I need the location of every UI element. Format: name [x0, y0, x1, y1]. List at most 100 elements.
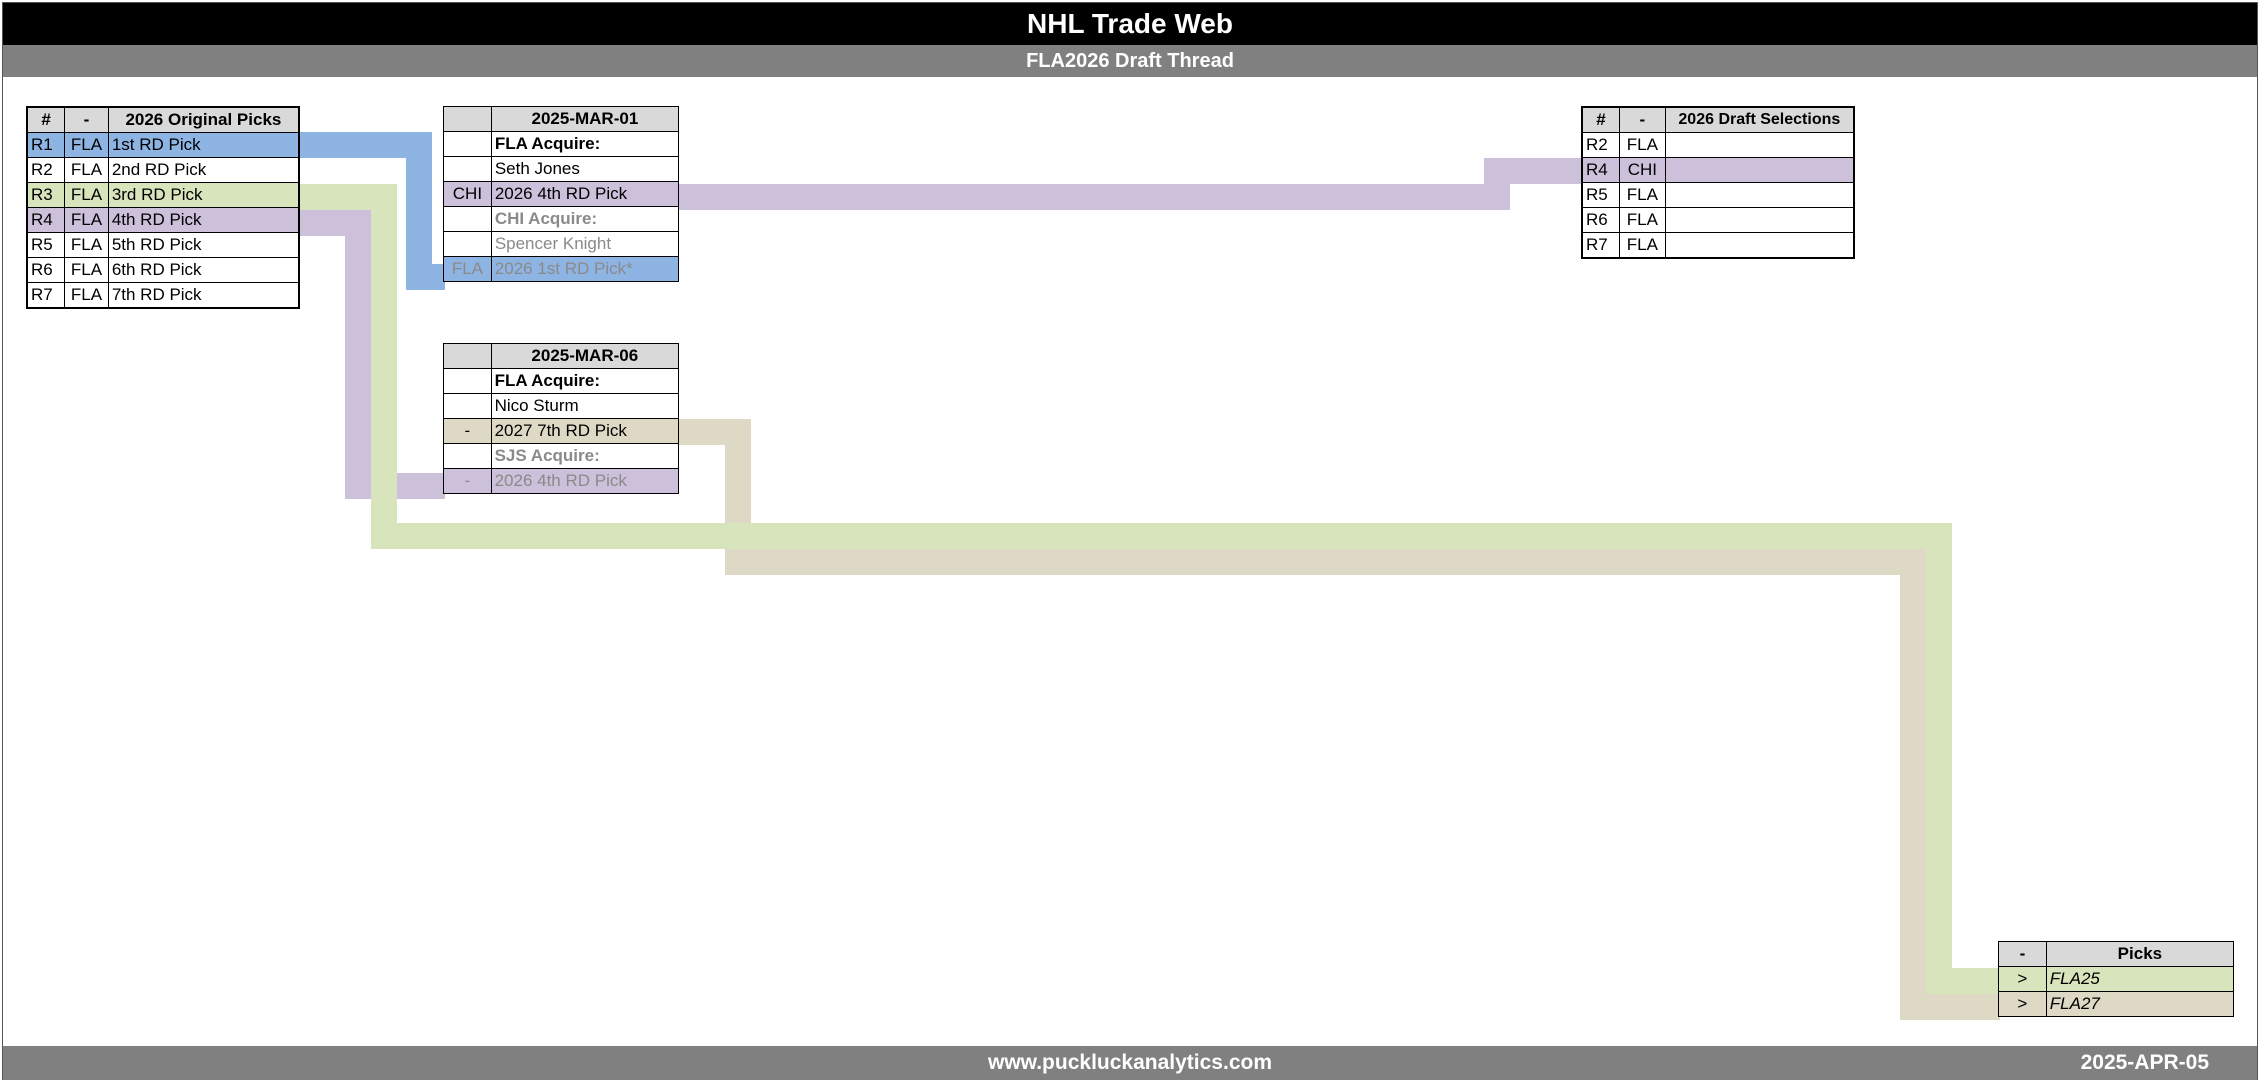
team-cell: FLA: [1619, 132, 1666, 158]
trade-tag-cell: CHI: [443, 181, 492, 207]
round-cell: R2: [26, 157, 66, 183]
team-cell: FLA: [64, 282, 109, 309]
trade-tag-cell: [443, 231, 492, 257]
round-cell: R6: [1581, 207, 1621, 233]
trade-row: Nico Sturm: [443, 393, 680, 419]
team-cell: CHI: [1619, 157, 1666, 183]
round-cell: R3: [26, 182, 66, 208]
trade-table-mar06: 2025-MAR-06 FLA Acquire: Nico Sturm - 20…: [443, 343, 680, 494]
thread-2027-tan: [678, 419, 2000, 1020]
col-header-round: #: [26, 106, 66, 133]
trade-row: Seth Jones: [443, 156, 680, 182]
team-cell: FLA: [64, 207, 109, 233]
selection-cell: [1664, 232, 1855, 259]
pick-label-cell: 1st RD Pick: [107, 132, 300, 158]
future-pick-row-fla27: > FLA27: [1998, 991, 2235, 1017]
trade-asset: 2026 4th RD Pick: [490, 468, 680, 494]
draft-selections-header: # - 2026 Draft Selections: [1581, 106, 1855, 133]
trade-header-spacer: [443, 343, 492, 369]
team-cell: FLA: [64, 232, 109, 258]
pick-label-cell: 3rd RD Pick: [107, 182, 300, 208]
page-subtitle: FLA2026 Draft Thread: [3, 45, 2257, 77]
original-picks-table: # - 2026 Original Picks R1 FLA 1st RD Pi…: [26, 106, 300, 309]
round-cell: R5: [26, 232, 66, 258]
draft-selection-row-r6: R6 FLA: [1581, 207, 1855, 233]
trade-row: CHI 2026 4th RD Pick: [443, 181, 680, 207]
trade-header-spacer: [443, 106, 492, 132]
page-title: NHL Trade Web: [3, 3, 2257, 45]
trade-tag-cell: [443, 131, 492, 157]
trade-tag-cell: [443, 206, 492, 232]
trade-row: FLA 2026 1st RD Pick*: [443, 256, 680, 282]
draft-selection-row-r2: R2 FLA: [1581, 132, 1855, 158]
future-pick-label: FLA25: [2045, 966, 2235, 992]
trade-row: FLA Acquire:: [443, 131, 680, 157]
round-cell: R5: [1581, 182, 1621, 208]
col-header-picks: Picks: [2045, 941, 2235, 967]
team-cell: FLA: [64, 257, 109, 283]
trade-asset: 2026 1st RD Pick*: [490, 256, 680, 282]
draft-selections-table: # - 2026 Draft Selections R2 FLA R4 CHI …: [1581, 106, 1855, 259]
trade-tag-cell: [443, 156, 492, 182]
thread-r4-purple: [300, 210, 445, 499]
pick-label-cell: 5th RD Pick: [107, 232, 300, 258]
trade-tag-cell: [443, 443, 492, 469]
pick-label-cell: 7th RD Pick: [107, 282, 300, 309]
round-cell: R7: [26, 282, 66, 309]
footer-url[interactable]: www.puckluckanalytics.com: [988, 1051, 1272, 1074]
draft-selection-row-r4: R4 CHI: [1581, 157, 1855, 183]
trade-tag-cell: -: [443, 468, 492, 494]
thread-r1-blue: [300, 132, 445, 290]
trade-row: Spencer Knight: [443, 231, 680, 257]
trade-row: - 2027 7th RD Pick: [443, 418, 680, 444]
acquire-heading: CHI Acquire:: [490, 206, 680, 232]
acquire-heading: SJS Acquire:: [490, 443, 680, 469]
selection-cell: [1664, 157, 1855, 183]
pick-label-cell: 2nd RD Pick: [107, 157, 300, 183]
future-picks-header: - Picks: [1998, 941, 2235, 967]
round-cell: R6: [26, 257, 66, 283]
team-cell: FLA: [64, 157, 109, 183]
arrow-cell: >: [1998, 991, 2047, 1017]
col-header-selections: 2026 Draft Selections: [1664, 106, 1855, 133]
original-pick-row-r4: R4 FLA 4th RD Pick: [26, 207, 300, 233]
round-cell: R4: [1581, 157, 1621, 183]
pick-label-cell: 6th RD Pick: [107, 257, 300, 283]
trade-table-mar01: 2025-MAR-01 FLA Acquire: Seth Jones CHI …: [443, 106, 680, 282]
round-cell: R2: [1581, 132, 1621, 158]
original-picks-header: # - 2026 Original Picks: [26, 106, 300, 133]
col-header-team: -: [1619, 106, 1666, 133]
trade-row: SJS Acquire:: [443, 443, 680, 469]
original-pick-row-r1: R1 FLA 1st RD Pick: [26, 132, 300, 158]
round-cell: R4: [26, 207, 66, 233]
team-cell: FLA: [1619, 182, 1666, 208]
team-cell: FLA: [1619, 207, 1666, 233]
col-header-round: #: [1581, 106, 1621, 133]
trade-row: FLA Acquire:: [443, 368, 680, 394]
thread-chi4-purple: [678, 158, 1582, 210]
trade-asset: Nico Sturm: [490, 393, 680, 419]
trade-asset: 2026 4th RD Pick: [490, 181, 680, 207]
trade-row: CHI Acquire:: [443, 206, 680, 232]
draft-selection-row-r5: R5 FLA: [1581, 182, 1855, 208]
trade-header: 2025-MAR-01: [443, 106, 680, 132]
trade-tag-cell: [443, 393, 492, 419]
draft-selection-row-r7: R7 FLA: [1581, 232, 1855, 259]
col-header-picks: 2026 Original Picks: [107, 106, 300, 133]
trade-row: - 2026 4th RD Pick: [443, 468, 680, 494]
original-pick-row-r5: R5 FLA 5th RD Pick: [26, 232, 300, 258]
thread-r3-green: [300, 184, 2000, 994]
original-pick-row-r7: R7 FLA 7th RD Pick: [26, 282, 300, 309]
trade-tag-cell: -: [443, 418, 492, 444]
trade-asset: Spencer Knight: [490, 231, 680, 257]
future-pick-label: FLA27: [2045, 991, 2235, 1017]
arrow-cell: >: [1998, 966, 2047, 992]
selection-cell: [1664, 132, 1855, 158]
trade-asset: 2027 7th RD Pick: [490, 418, 680, 444]
trade-header: 2025-MAR-06: [443, 343, 680, 369]
future-picks-table: - Picks > FLA25 > FLA27: [1998, 941, 2235, 1017]
round-cell: R1: [26, 132, 66, 158]
trade-date: 2025-MAR-06: [490, 343, 680, 369]
team-cell: FLA: [64, 132, 109, 158]
trade-tag-cell: [443, 368, 492, 394]
